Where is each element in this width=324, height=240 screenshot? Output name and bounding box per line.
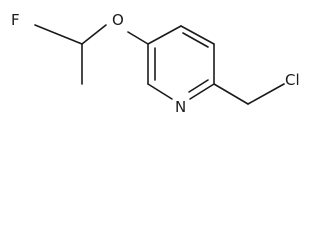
atom-nitrogen: N: [175, 98, 186, 116]
structure-diagram: F O N Cl: [11, 11, 300, 116]
bond-c2-ch2: [213, 83, 249, 105]
bond-ch-f: [34, 24, 83, 45]
bond-c5-o: [127, 31, 149, 45]
bond-o-ch: [81, 24, 107, 45]
bond-ch2-cl: [247, 83, 285, 105]
atom-fluorine: F: [11, 11, 20, 29]
bond-c4-c3: [180, 25, 215, 45]
bond-n-c6: [147, 83, 173, 100]
bond-c2-n-inner: [188, 79, 209, 93]
atom-chlorine: Cl: [285, 71, 300, 89]
bond-c5-c4: [147, 25, 182, 45]
bond-c4-c3-inner: [182, 32, 209, 48]
atom-oxygen: O: [112, 11, 124, 29]
molecule-canvas: F O N Cl: [11, 11, 300, 116]
bond-c2-n: [189, 83, 215, 100]
